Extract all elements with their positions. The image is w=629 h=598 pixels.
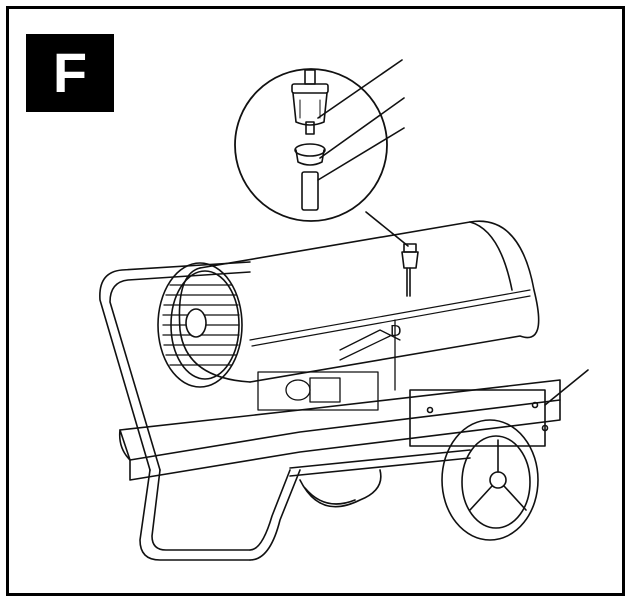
wheel-right: [441, 419, 539, 541]
filter-nipple: [304, 69, 316, 85]
fuel-filter-small: [401, 243, 419, 297]
leader-line-pipe: [317, 127, 405, 181]
side-panel: [409, 389, 546, 447]
detail-callout: [234, 59, 409, 247]
axle: [289, 449, 471, 477]
pump-assembly: [257, 319, 401, 411]
grommet: [294, 143, 326, 157]
combustion-cylinder: [178, 220, 540, 383]
detail-circle: [234, 68, 388, 222]
detail-connector: [365, 211, 409, 247]
handle-frame: [99, 261, 301, 561]
leader-line-grommet: [319, 97, 405, 159]
filter-body: [292, 92, 328, 126]
part-label-d: D: [390, 322, 402, 340]
wheel-left: [299, 469, 382, 508]
fuel-tank: [118, 369, 589, 481]
filter-stem: [305, 121, 315, 135]
figure-badge: F: [26, 34, 114, 112]
leader-line-screw: [544, 369, 589, 406]
fan-guard: [157, 262, 243, 388]
leader-line-filter: [317, 59, 403, 119]
suction-pipe: [301, 171, 319, 211]
filter-top: [291, 83, 329, 94]
